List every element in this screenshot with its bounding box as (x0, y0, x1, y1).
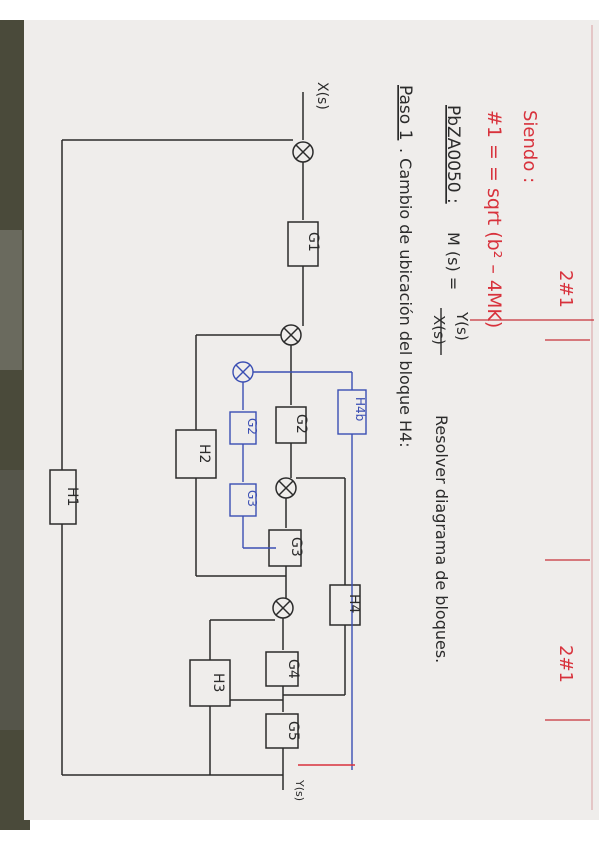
block-g3-blue: G3 (245, 490, 259, 507)
transfer-denominator: X(s) (430, 315, 448, 345)
block-g1: G1 (305, 232, 321, 252)
siendo-label: Siendo : (519, 110, 540, 183)
block-h4b: H4b (353, 397, 367, 421)
page-number-bottom: 2#1 (555, 645, 576, 683)
paso-label: Paso 1 (395, 85, 415, 140)
block-h3: H3 (210, 673, 226, 692)
paso-text: . Cambio de ubicación del bloque H4: (396, 148, 415, 448)
transfer-numerator: Y(s) (453, 311, 471, 341)
input-label: X(s) (314, 82, 330, 110)
block-h1: H1 (64, 487, 80, 506)
page-number-top: 2#1 (555, 270, 576, 308)
block-g3: G3 (288, 537, 304, 557)
block-g2: G2 (293, 414, 309, 434)
block-h2: H2 (196, 444, 212, 463)
formula-text: #1 = = sqrt (b² – 4MK) (483, 110, 505, 328)
block-g5: G5 (285, 721, 301, 741)
block-g4: G4 (285, 659, 301, 679)
block-h4: H4 (346, 594, 362, 614)
code-label: PbZA0050 : (443, 105, 463, 204)
output-label: Y(s) (293, 779, 306, 801)
block-g2-blue: G2 (245, 418, 259, 435)
transfer-lhs: M (s) = (444, 232, 463, 290)
task-text: Resolver diagrama de bloques. (432, 415, 451, 663)
